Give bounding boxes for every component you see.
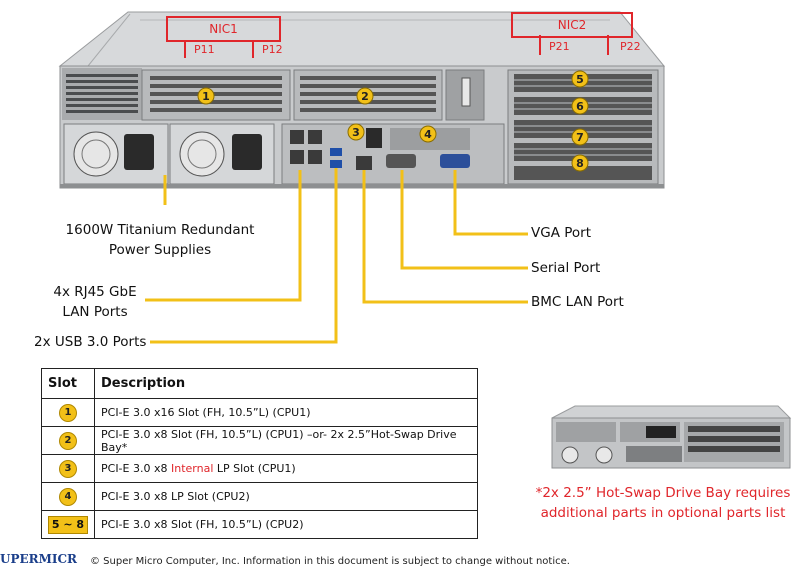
nic2-box: NIC2 [511, 12, 633, 38]
nic2-port-p21: P21 [549, 40, 570, 53]
table-row: 3 PCI-E 3.0 x8 Internal LP Slot (CPU1) [41, 454, 478, 483]
slot-badge: 3 [59, 459, 77, 478]
chassis-image [58, 11, 666, 189]
leader-serial [400, 170, 528, 270]
slot-badge: 2 [59, 431, 77, 450]
slot-marker-6 [571, 97, 589, 115]
drive-bay-note-line1: *2x 2.5” Hot-Swap Drive Bay requires [535, 485, 791, 501]
lan-ports-callout: 4x RJ45 GbE LAN Ports [40, 282, 150, 322]
serial-port-callout: Serial Port [531, 260, 601, 276]
slot-table-header: Slot Description [41, 368, 478, 399]
slot-description-tail: LP Slot (CPU1) [213, 462, 296, 475]
nic2-port-p22: P22 [620, 40, 641, 53]
table-row: 4 PCI-E 3.0 x8 LP Slot (CPU2) [41, 482, 478, 511]
vga-port-callout: VGA Port [531, 225, 591, 241]
power-supplies-line1: 1600W Titanium Redundant [65, 222, 255, 238]
slot-marker-label-2: 2 [361, 90, 369, 103]
slot-description: PCI-E 3.0 x8 [101, 462, 171, 475]
callout-leader-lines [145, 168, 528, 344]
slot-marker-5 [571, 70, 589, 88]
slot-marker-1 [197, 87, 215, 105]
inset-chassis-image [551, 405, 792, 469]
power-supplies-line2: Power Supplies [108, 242, 212, 258]
slot-description: PCI-E 3.0 x8 Slot (FH, 10.5”L) (CPU2) [101, 518, 304, 531]
slot-description: PCI-E 3.0 x8 LP Slot (CPU2) [101, 490, 250, 503]
slot-description: PCI-E 3.0 x8 Slot (FH, 10.5”L) (CPU1) –o… [101, 427, 457, 454]
slot-badge: 4 [59, 487, 77, 506]
internal-highlight: Internal [170, 462, 214, 475]
drive-bay-note: *2x 2.5” Hot-Swap Drive Bay requires add… [528, 483, 798, 523]
drive-bay-note-line2: additional parts in optional parts list [540, 505, 786, 521]
slot-marker-label-7: 7 [576, 131, 584, 144]
leader-bmc [362, 170, 528, 304]
lan-ports-line1: 4x RJ45 GbE [53, 284, 137, 300]
leader-lan [145, 170, 302, 302]
slot-marker-8 [571, 154, 589, 172]
leader-vga [453, 170, 528, 236]
slot-marker-3 [347, 123, 365, 141]
nic1-port-p12: P12 [262, 43, 283, 56]
slot-marker-4 [419, 125, 437, 143]
copyright-footer: © Super Micro Computer, Inc. Information… [90, 556, 570, 567]
description-column-header: Description [94, 368, 478, 399]
lan-ports-line2: LAN Ports [62, 304, 128, 320]
usb-ports-callout: 2x USB 3.0 Ports [34, 334, 147, 350]
slot-marker-2 [356, 87, 374, 105]
nic1-label: NIC1 [209, 22, 238, 36]
table-row: 5 ~ 8 PCI-E 3.0 x8 Slot (FH, 10.5”L) (CP… [41, 510, 478, 539]
slot-table: Slot Description 1 PCI-E 3.0 x16 Slot (F… [41, 368, 478, 539]
slot-range-badge: 5 ~ 8 [47, 515, 89, 534]
slot-markers: 1 2 3 4 5 6 7 8 [197, 70, 589, 172]
slot-description: PCI-E 3.0 x16 Slot (FH, 10.5”L) (CPU1) [101, 406, 311, 419]
leader-usb [150, 168, 338, 344]
nic-brackets [184, 35, 609, 58]
supermicro-logo: UPERMICR [0, 552, 78, 566]
slot-marker-label-4: 4 [424, 128, 432, 141]
table-row: 1 PCI-E 3.0 x16 Slot (FH, 10.5”L) (CPU1) [41, 398, 478, 427]
nic2-label: NIC2 [557, 18, 587, 32]
slot-column-header: Slot [41, 368, 95, 399]
slot-marker-label-6: 6 [576, 100, 584, 113]
power-supplies-callout: 1600W Titanium Redundant Power Supplies [55, 220, 265, 260]
slot-marker-label-3: 3 [352, 126, 360, 139]
bmc-lan-port-callout: BMC LAN Port [531, 294, 624, 310]
nic1-port-p11: P11 [194, 43, 215, 56]
table-row: 2 PCI-E 3.0 x8 Slot (FH, 10.5”L) (CPU1) … [41, 426, 478, 455]
slot-marker-label-1: 1 [202, 90, 210, 103]
slot-badge: 1 [59, 403, 77, 422]
slot-marker-label-5: 5 [576, 73, 584, 86]
nic1-box: NIC1 [166, 16, 281, 42]
slot-marker-7 [571, 128, 589, 146]
slot-marker-label-8: 8 [576, 157, 584, 170]
